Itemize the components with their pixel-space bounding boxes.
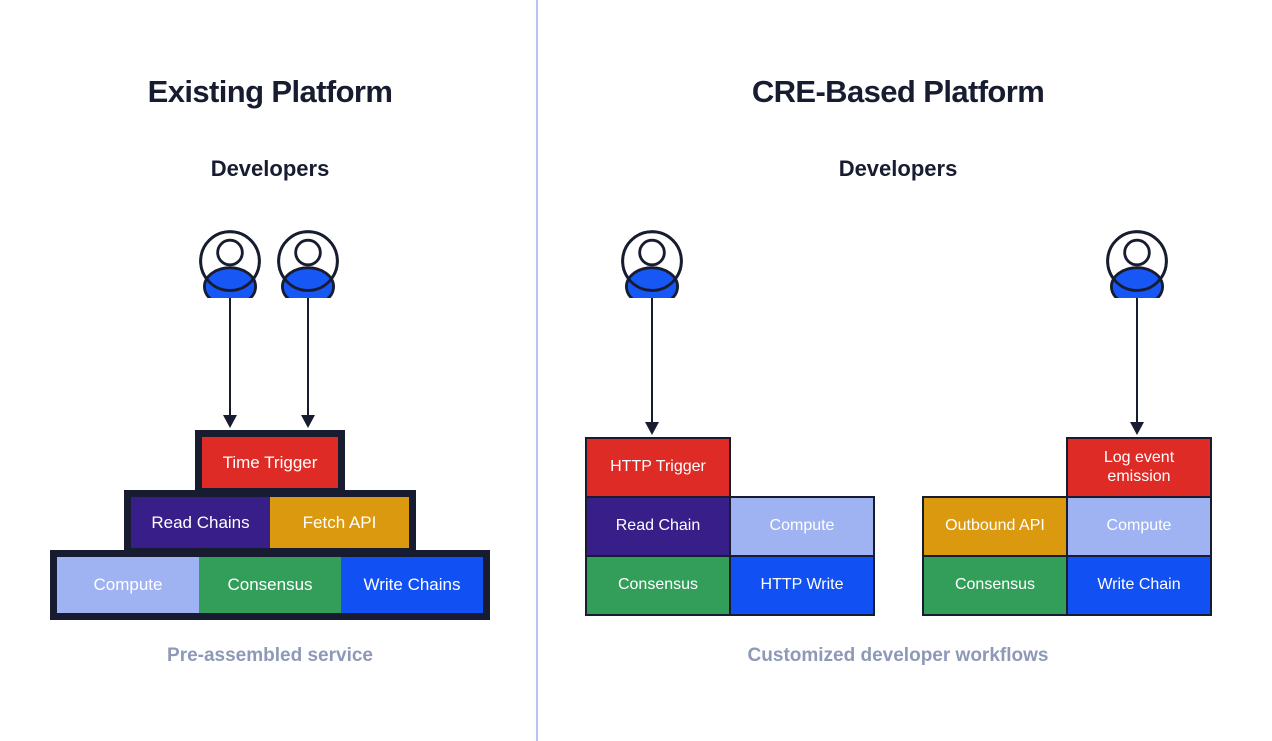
- right-panel-subtitle: Developers: [838, 156, 958, 181]
- arrow-head: [645, 422, 659, 435]
- block-consensus: Consensus: [199, 557, 341, 613]
- right-panel-caption: Customized developer workflows: [747, 645, 1049, 666]
- workflow-row: Outbound API Compute: [922, 496, 1212, 557]
- arrow-down-icon: [301, 298, 315, 428]
- block-http-write: HTTP Write: [729, 555, 875, 616]
- workflow-row: Consensus Write Chain: [922, 555, 1212, 616]
- pyramid-tier-2: Read Chains Fetch API: [124, 490, 416, 555]
- pyramid-tier-3: Compute Consensus Write Chains: [50, 550, 490, 620]
- block-compute: Compute: [57, 557, 199, 613]
- block-log-event-emission: Log event emission: [1066, 437, 1212, 498]
- arrow-down-icon: [1130, 298, 1144, 435]
- arrow-down-icon: [223, 298, 237, 428]
- left-panel-title: Existing Platform: [147, 74, 393, 109]
- right-panel-title: CRE-Based Platform: [751, 74, 1045, 109]
- panel-divider: [536, 0, 538, 741]
- workflow-row: HTTP Trigger: [585, 437, 875, 498]
- arrow-shaft: [1136, 298, 1138, 422]
- workflow-row: Read Chain Compute: [585, 496, 875, 557]
- left-panel-subtitle: Developers: [210, 156, 330, 181]
- developer-icon: [194, 226, 266, 298]
- workflow-http: HTTP Trigger Read Chain Compute Consensu…: [585, 437, 875, 616]
- block-outbound-api: Outbound API: [922, 496, 1068, 557]
- arrow-shaft: [307, 298, 309, 415]
- arrow-shaft: [651, 298, 653, 422]
- left-panel-caption: Pre-assembled service: [167, 645, 373, 666]
- block-consensus: Consensus: [585, 555, 731, 616]
- developer-icon: [272, 226, 344, 298]
- arrow-down-icon: [645, 298, 659, 435]
- block-compute: Compute: [729, 496, 875, 557]
- workflow-row: Consensus HTTP Write: [585, 555, 875, 616]
- block-write-chain: Write Chain: [1066, 555, 1212, 616]
- block-read-chain: Read Chain: [585, 496, 731, 557]
- developer-icon: [616, 226, 688, 298]
- block-fetch-api: Fetch API: [270, 497, 409, 548]
- grid-spacer: [922, 437, 1066, 498]
- arrow-head: [301, 415, 315, 428]
- pre-assembled-service-stack: Time Trigger Read Chains Fetch API Compu…: [50, 430, 490, 620]
- arrow-head: [1130, 422, 1144, 435]
- developer-icon: [1101, 226, 1173, 298]
- block-read-chains: Read Chains: [131, 497, 270, 548]
- block-http-trigger: HTTP Trigger: [585, 437, 731, 498]
- block-time-trigger: Time Trigger: [202, 437, 338, 488]
- workflow-log-event: Log event emission Outbound API Compute …: [922, 437, 1212, 616]
- left-developers-group: [194, 226, 344, 298]
- arrow-head: [223, 415, 237, 428]
- arrow-shaft: [229, 298, 231, 415]
- block-compute: Compute: [1066, 496, 1212, 557]
- block-consensus: Consensus: [922, 555, 1068, 616]
- block-write-chains: Write Chains: [341, 557, 483, 613]
- pyramid-tier-1: Time Trigger: [195, 430, 345, 495]
- workflow-row: Log event emission: [922, 437, 1212, 498]
